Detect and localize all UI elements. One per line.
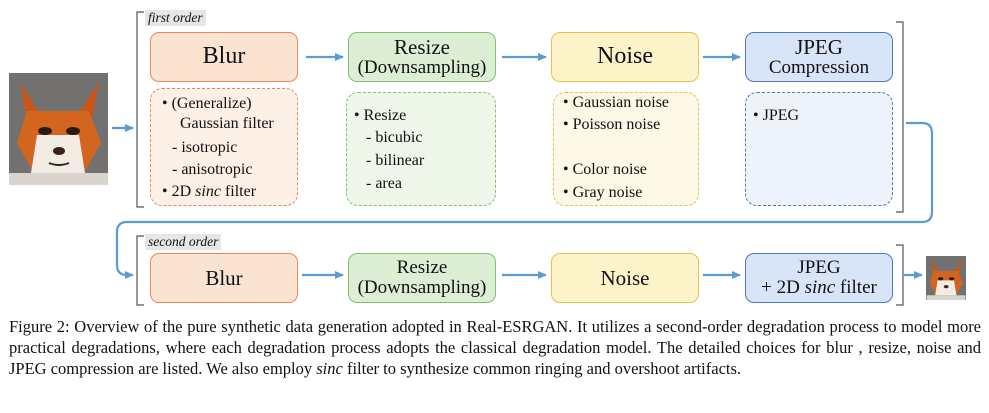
resize-subtitle-second: (Downsampling) [357,277,487,298]
blur-detail-3: - isotropic [172,139,238,156]
jpeg-subtitle-first: Compression [768,57,870,79]
fox-face-icon [9,73,108,185]
figure-caption: Figure 2: Overview of the pure synthetic… [9,316,981,379]
resize-detail-3: - bilinear [366,152,425,169]
noise-detail-4: • Gray noise [563,184,643,201]
noise-title-first: Noise [597,43,653,70]
noise-box-first: Noise [551,32,699,82]
fox-face-icon [926,256,966,300]
jpeg-title-first: JPEG [795,35,843,59]
noise-detail-2: • Poisson noise [563,116,661,133]
jpeg-subtitle-second: + 2D sinc filter [761,277,877,298]
blur-title-second: Blur [205,265,243,290]
caption-text: Overview of the pure synthetic data gene… [9,317,982,378]
blur-detail-4: - anisotropic [172,161,253,178]
jpeg-title-second: JPEG [797,257,841,279]
resize-detail-1: • Resize [354,107,407,124]
resize-detail-4: - area [366,175,402,192]
second-order-right-bracket [896,244,904,306]
blur-detail-2: Gaussian filter [180,115,274,132]
blur-box-second: Blur [150,253,298,303]
jpeg-box-second: JPEG + 2D sinc filter [745,253,893,303]
input-image [9,73,108,185]
resize-box-first: Resize (Downsampling) [348,32,496,82]
blur-detail-1: • (Generalize) [162,95,252,112]
noise-box-second: Noise [551,253,699,303]
jpeg-box-first: JPEG Compression [745,32,893,82]
second-order-left-bracket [136,235,144,306]
blur-details-box [150,88,298,206]
jpeg-details-box [745,92,893,206]
first-order-label: first order [145,10,206,26]
blur-box-first: Blur [150,32,298,82]
resize-title-second: Resize [396,257,448,279]
noise-detail-1: • Gaussian noise [563,94,670,111]
first-order-left-bracket [136,11,144,208]
noise-title-second: Noise [600,265,650,290]
blur-title-first: Blur [202,43,246,70]
jpeg-detail-1: • JPEG [753,107,800,124]
first-order-right-bracket [896,21,904,213]
resize-subtitle-first: (Downsampling) [357,57,487,79]
noise-detail-3: • Color noise [563,161,647,178]
caption-label: Figure 2: [9,317,70,336]
resize-details-box [346,92,496,206]
second-order-label: second order [145,234,222,250]
output-image [926,256,966,300]
blur-detail-5: • 2D sinc filter [162,183,257,200]
noise-details-box [553,92,699,206]
arrow-loop [115,121,934,279]
resize-title-first: Resize [394,35,450,59]
resize-box-second: Resize (Downsampling) [348,253,496,303]
resize-detail-2: - bicubic [366,129,423,146]
